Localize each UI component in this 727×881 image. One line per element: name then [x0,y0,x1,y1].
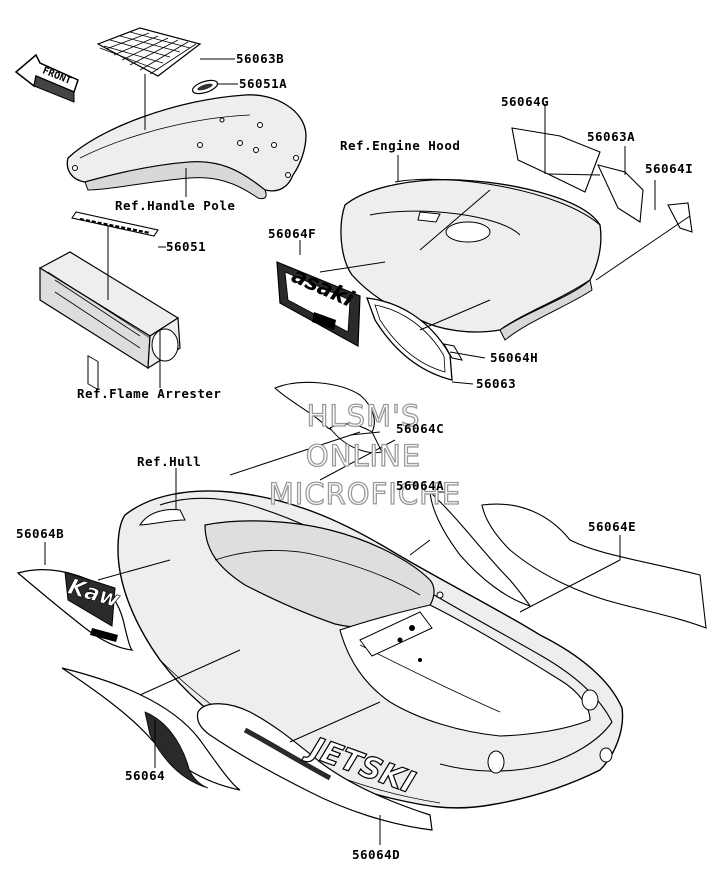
decal-56064b-kaw: Kaw [16,569,134,651]
part-label-56064A[interactable]: 56064A [396,478,445,493]
decal-56063-stripe [366,297,453,381]
watermark-line-1: HLSM'S [306,399,421,433]
decal-56063a [597,164,644,223]
part-label-56063A[interactable]: 56063A [587,129,636,144]
part-label-56064B[interactable]: 56064B [16,526,65,541]
decal-56051a-badge [191,79,219,95]
decal-56064e [481,503,707,629]
part-label-56064[interactable]: 56064 [125,768,166,783]
decal-56064c [273,381,383,454]
ref-label-engine-hood: Ref.Engine Hood [340,138,461,153]
part-label-56064G[interactable]: 56064G [501,94,550,109]
part-label-56063[interactable]: 56063 [476,376,517,391]
part-label-56051[interactable]: 56051 [166,239,207,254]
part-label-56064H[interactable]: 56064H [490,350,539,365]
watermark-line-2: ONLINE [305,439,422,473]
handle-pole-part [66,94,307,200]
decal-56051-label [71,211,159,237]
ref-label-flame-arrester: Ref.Flame Arrester [77,386,222,401]
part-label-56064C[interactable]: 56064C [396,421,445,436]
decal-56064a [429,490,532,608]
part-label-56064I[interactable]: 56064I [645,161,694,176]
part-label-56064D[interactable]: 56064D [352,847,401,862]
part-label-56064F[interactable]: 56064F [268,226,317,241]
leader-lines [44,58,691,845]
front-arrow-icon: FRONT [14,53,79,103]
watermark-line-3: MICROFICHE [268,477,462,511]
part-label-56063B[interactable]: 56063B [236,51,285,66]
decal-56064i [667,202,693,233]
decal-56063b-grid [96,27,202,77]
decal-56064g [511,127,601,193]
ref-label-handle-pole: Ref.Handle Pole [115,198,236,213]
part-label-56051A[interactable]: 56051A [239,76,288,91]
flame-arrester-part [38,251,181,391]
decal-56064h [443,343,463,361]
ref-label-hull: Ref.Hull [137,454,202,469]
engine-hood-part [340,178,602,341]
part-label-56064E[interactable]: 56064E [588,519,637,534]
decal-56064f-asaki: asaki [276,261,361,347]
decal-56064 [61,667,241,791]
